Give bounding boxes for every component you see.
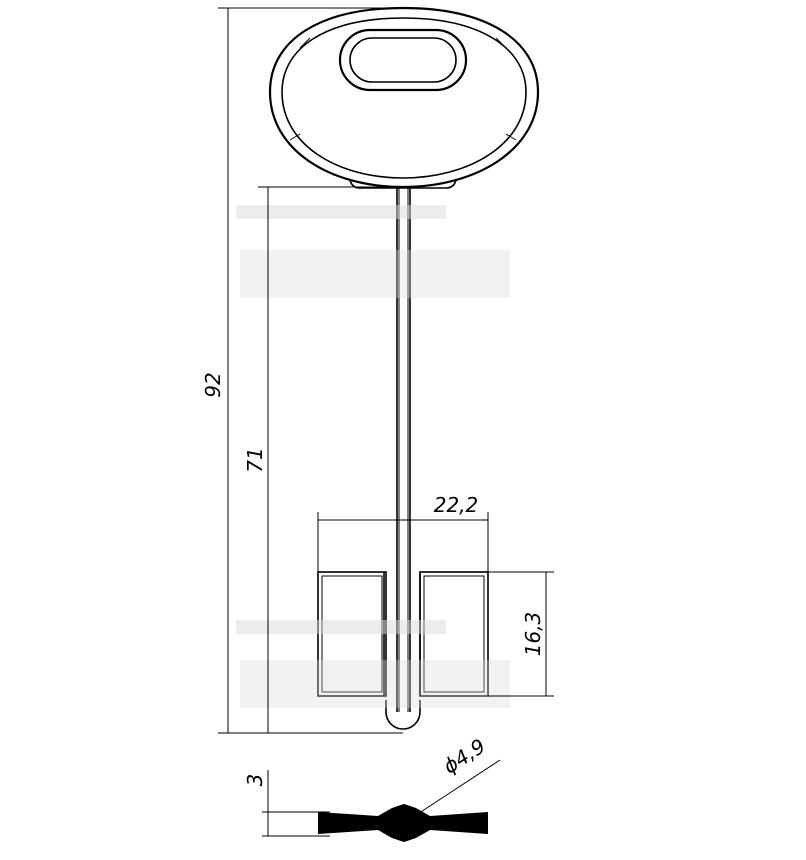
dim-label-3: 3: [243, 774, 267, 787]
dimension-overall-length: 92: [201, 7, 403, 734]
dim-label-71: 71: [243, 447, 267, 472]
dim-label-16-3: 16,3: [521, 612, 545, 657]
bow-slot: [338, 28, 468, 92]
watermark: [236, 205, 510, 708]
key-cross-section: [318, 804, 488, 842]
dim-label-92: 92: [201, 372, 225, 397]
key-bow: [268, 6, 540, 189]
dimension-blade-thickness: 3: [243, 770, 330, 837]
dimension-shank-length: 71: [243, 186, 398, 733]
dimension-bit-height: 16,3: [488, 571, 554, 697]
dimension-bit-width: 22,2: [317, 493, 489, 572]
dim-label-22-2: 22,2: [434, 493, 479, 517]
